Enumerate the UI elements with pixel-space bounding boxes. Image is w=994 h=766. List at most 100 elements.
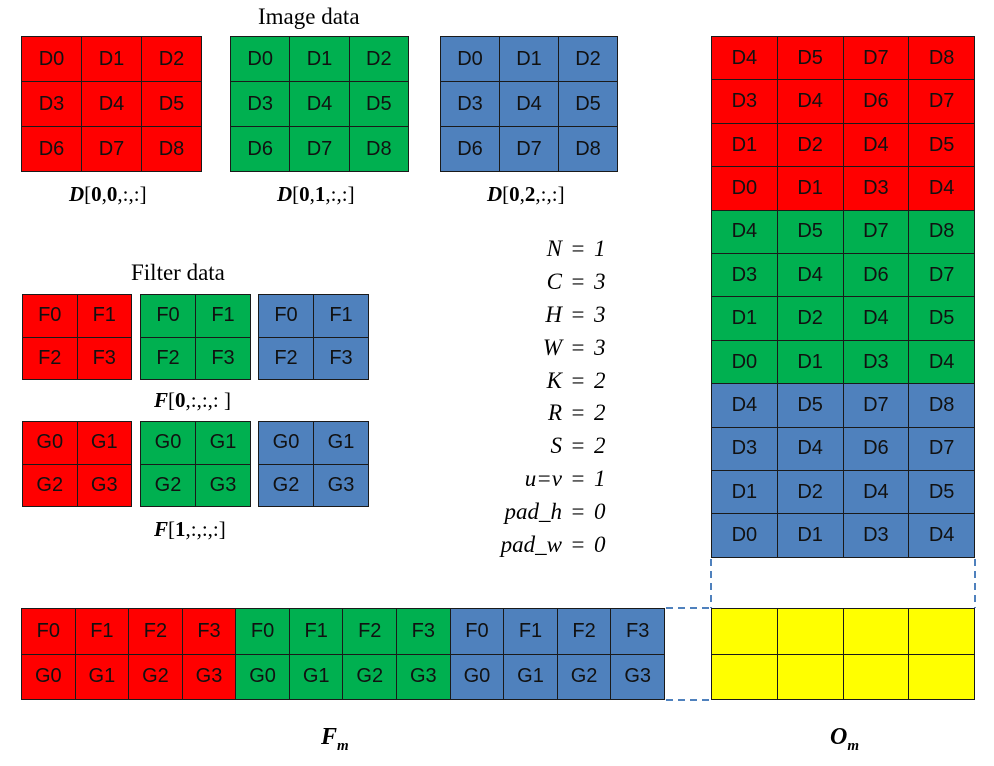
grid-cell: G0 (22, 421, 78, 465)
om-label: Om (830, 724, 860, 754)
param-row: C=3 (470, 266, 640, 299)
grid-cell: G1 (74, 653, 130, 700)
grid-cell: F1 (313, 294, 369, 338)
param-row: H=3 (470, 299, 640, 332)
grid-cell: D8 (141, 126, 202, 172)
grid-cell: G1 (76, 421, 132, 465)
param-name: N (546, 236, 562, 262)
grid-cell: D4 (842, 122, 910, 168)
grid-cell: G0 (235, 653, 290, 700)
grid-cell: G3 (195, 463, 251, 507)
grid-cell: D8 (908, 209, 975, 255)
param-equals: = (571, 236, 585, 262)
image-data-heading: Image data (258, 4, 360, 29)
grid-cell: F2 (128, 608, 183, 655)
grid-cell: D5 (141, 81, 202, 127)
grid-cell: G3 (76, 463, 132, 507)
grid-cell: D3 (440, 81, 500, 127)
param-value: 2 (594, 400, 606, 426)
grid-cell: D4 (711, 383, 778, 428)
parameter-list: N=1 C=3 H=3 W=3 K=2 R=2 S=2 u=v=1 pad_h=… (470, 233, 640, 561)
output-cell (711, 653, 778, 700)
grid-cell: F3 (195, 336, 251, 380)
grid-cell: F2 (140, 336, 196, 380)
grid-cell: D4 (842, 470, 910, 515)
grid-cell: D7 (842, 383, 910, 428)
param-row: pad_h=0 (470, 495, 640, 528)
image-caption-channel-1: D[0,1,:,:] (277, 182, 355, 206)
grid-cell: G3 (181, 653, 237, 700)
grid-cell: D4 (776, 79, 844, 124)
param-row: pad_w=0 (470, 528, 640, 561)
grid-cell: D4 (711, 209, 778, 255)
grid-cell: F2 (258, 336, 314, 380)
param-name: S (550, 433, 563, 459)
param-value: 3 (594, 334, 606, 360)
grid-cell: G1 (503, 653, 558, 700)
grid-cell: F1 (195, 294, 251, 338)
grid-cell: D2 (348, 36, 410, 82)
param-value: 1 (594, 465, 606, 491)
param-row: u=v = 1 (470, 463, 640, 496)
param-name: pad_h (504, 498, 563, 524)
output-cell (776, 608, 844, 655)
grid-cell: D6 (21, 126, 82, 172)
grid-cell: D8 (908, 35, 975, 81)
grid-cell: D8 (908, 383, 975, 428)
param-value: 1 (594, 236, 606, 262)
param-name: K (546, 367, 562, 393)
grid-cell: D1 (776, 166, 844, 211)
grid-cell: D7 (908, 253, 975, 298)
param-name: u=v (524, 465, 562, 491)
output-cell (908, 653, 975, 700)
grid-cell: D3 (229, 81, 291, 127)
grid-cell: F0 (21, 608, 76, 655)
filter-data-heading: Filter data (131, 260, 225, 285)
param-name: H (545, 301, 562, 327)
grid-cell: D5 (908, 296, 975, 341)
param-equals: = (571, 400, 585, 426)
param-equals: = (571, 269, 585, 295)
grid-cell: D4 (289, 81, 350, 127)
param-equals: = (571, 433, 585, 459)
grid-cell: D8 (348, 126, 410, 172)
grid-cell: D2 (776, 470, 844, 515)
grid-cell: D1 (711, 296, 778, 341)
grid-cell: D0 (21, 36, 82, 82)
grid-cell: G2 (556, 653, 612, 700)
grid-cell: D7 (499, 126, 559, 172)
fm-label: Fm (321, 724, 349, 754)
grid-cell: D5 (558, 81, 618, 127)
param-name: R (547, 400, 562, 426)
grid-cell: F0 (235, 608, 290, 655)
grid-cell: G2 (342, 653, 398, 700)
param-value: 2 (594, 367, 606, 393)
param-value: 2 (594, 433, 606, 459)
grid-cell: G0 (449, 653, 505, 700)
grid-cell: D2 (776, 296, 844, 341)
param-equals: = (571, 465, 585, 491)
grid-cell: G1 (288, 653, 344, 700)
grid-cell: D5 (908, 470, 975, 515)
grid-cell: F1 (503, 608, 558, 655)
grid-cell: F2 (22, 336, 78, 380)
param-name: C (546, 269, 562, 295)
grid-cell: F3 (181, 608, 237, 655)
param-equals: = (571, 301, 585, 327)
grid-cell: F2 (556, 608, 612, 655)
grid-cell: G1 (313, 421, 369, 465)
grid-cell: F3 (610, 608, 665, 655)
grid-cell: G2 (22, 463, 78, 507)
grid-cell: D5 (348, 81, 410, 127)
param-equals: = (571, 498, 585, 524)
